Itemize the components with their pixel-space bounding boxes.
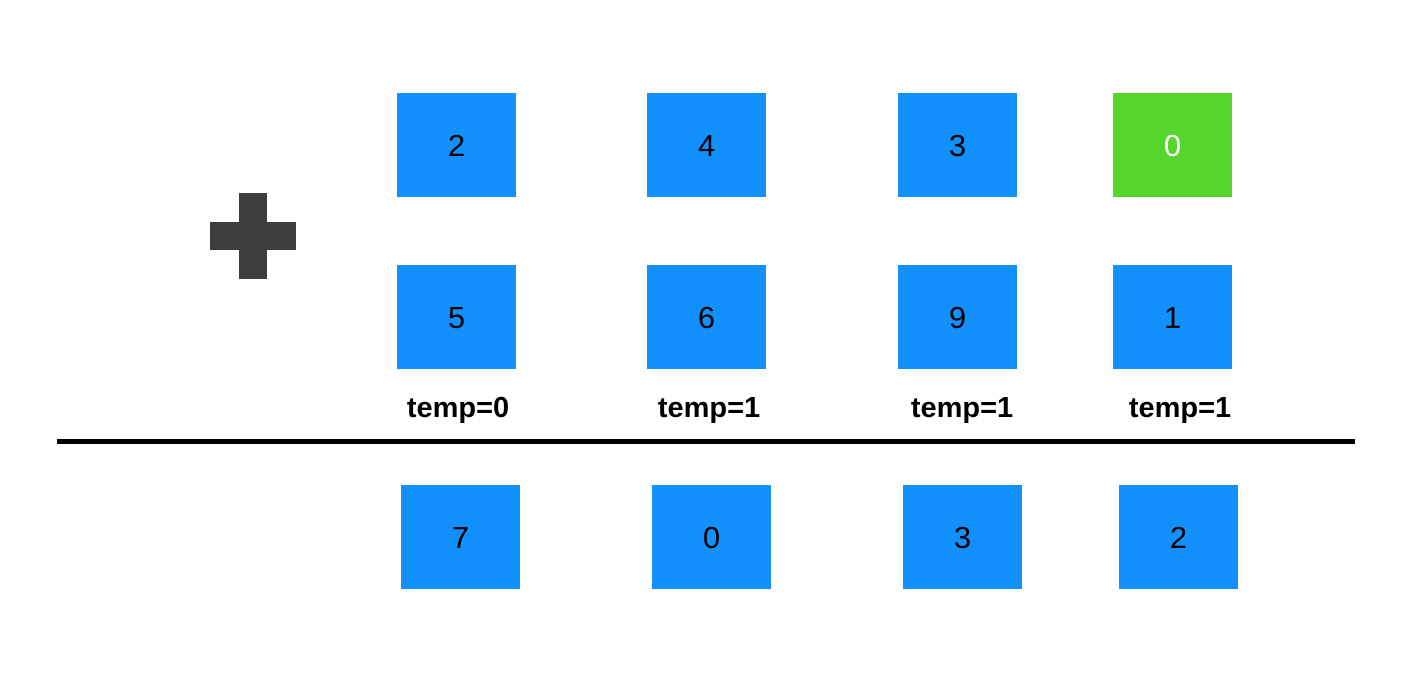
addend-top-cell-1[interactable]: 4 [647, 93, 766, 197]
addend-bottom-cell-2[interactable]: 9 [898, 265, 1017, 369]
sum-separator-line [57, 439, 1355, 444]
temp-label-column-2: temp=1 [910, 392, 1014, 424]
addend-top-cell-3[interactable]: 0 [1113, 93, 1232, 197]
digit-value: 6 [697, 299, 716, 335]
digit-value: 0 [1163, 127, 1182, 163]
temp-label-column-3: temp=1 [1128, 392, 1232, 424]
addend-bottom-cell-3[interactable]: 1 [1113, 265, 1232, 369]
addend-top-cell-0[interactable]: 2 [397, 93, 516, 197]
digit-value: 3 [948, 127, 967, 163]
digit-value: 1 [1163, 299, 1182, 335]
sum-cell-1[interactable]: 0 [652, 485, 771, 589]
digit-value: 2 [1169, 519, 1188, 555]
addend-top-cell-2[interactable]: 3 [898, 93, 1017, 197]
sum-cell-3[interactable]: 2 [1119, 485, 1238, 589]
digit-value: 5 [447, 299, 466, 335]
plus-icon-vertical-bar [239, 193, 267, 279]
addend-bottom-cell-1[interactable]: 6 [647, 265, 766, 369]
temp-label-column-0: temp=0 [406, 392, 510, 424]
digit-value: 9 [948, 299, 967, 335]
digit-value: 2 [447, 127, 466, 163]
digit-value: 4 [697, 127, 716, 163]
sum-cell-2[interactable]: 3 [903, 485, 1022, 589]
digit-value: 7 [451, 519, 470, 555]
addend-bottom-cell-0[interactable]: 5 [397, 265, 516, 369]
digit-value: 0 [702, 519, 721, 555]
sum-cell-0[interactable]: 7 [401, 485, 520, 589]
plus-icon [210, 193, 296, 279]
digit-value: 3 [953, 519, 972, 555]
temp-label-column-1: temp=1 [657, 392, 761, 424]
